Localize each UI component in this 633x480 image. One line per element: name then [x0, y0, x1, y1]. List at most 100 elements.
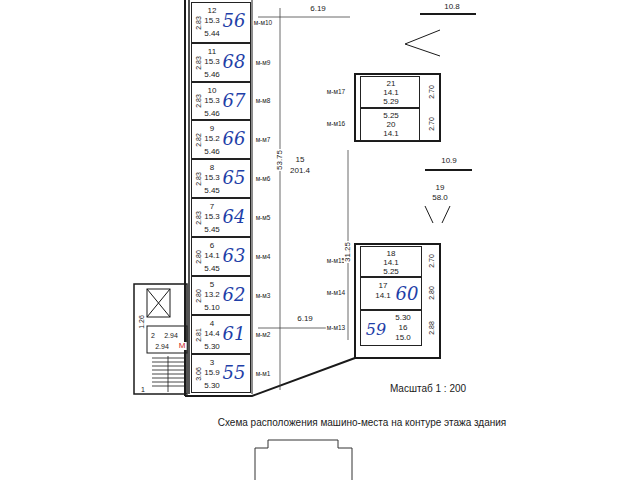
width-dimension: 2.70 [428, 116, 435, 132]
space-text: 14.1 [204, 252, 220, 260]
space-text: 14.1 [383, 130, 399, 138]
room-number: 2 [150, 332, 156, 339]
dimension-lines [258, 8, 350, 390]
space-text: 5 [210, 281, 214, 289]
place-label: м-м8 [255, 98, 272, 105]
width-dimension: 2.83 [195, 171, 202, 187]
space-text: 6 [210, 242, 214, 250]
width-dimension: 3.06 [195, 366, 202, 382]
space-text: 14.4 [204, 330, 220, 338]
width-dimension: 2.80 [195, 249, 202, 265]
width-dimension: 2.83 [195, 93, 202, 109]
space-text: 13.2 [204, 291, 220, 299]
space-text: 5.25 [383, 268, 399, 276]
space-text: 20 [387, 121, 396, 129]
scale-note: Масштаб 1 : 200 [389, 384, 467, 394]
space-text: 5.45 [204, 226, 220, 234]
space-text: 15.3 [204, 213, 220, 221]
space-text: 18 [387, 250, 396, 258]
space-text: 9 [210, 125, 214, 133]
space-text: 15.3 [204, 58, 220, 66]
dimension: 6.19 [309, 5, 327, 13]
place-label: м-м5 [255, 214, 272, 221]
place-label: м-м13 [326, 325, 346, 332]
width-dimension: 2.82 [195, 132, 202, 148]
place-label: м-м3 [255, 292, 272, 299]
handwritten-number: 68 [223, 53, 246, 71]
space-text: 5.46 [204, 110, 220, 118]
space-text: 14.1 [383, 259, 399, 267]
width-dimension: 2.83 [195, 210, 202, 226]
dimension: 6.19 [296, 315, 314, 323]
space-text: 17 [379, 282, 388, 290]
space-text: 16 [399, 324, 408, 332]
handwritten-number: 67 [223, 92, 246, 110]
space-text: 5.30 [204, 343, 220, 351]
room-area: 58.0 [431, 194, 449, 202]
handwritten-number: 61 [223, 325, 246, 343]
place-label: м-м9 [255, 59, 272, 66]
space-text: 5.10 [204, 304, 220, 312]
dimension: 2.94 [154, 343, 170, 350]
caption: Схема расположения машино-места на конту… [217, 418, 508, 428]
space-text: 14.1 [375, 292, 391, 300]
space-text: 10 [208, 87, 217, 95]
handwritten-number: 66 [223, 130, 246, 148]
parking-space: 17 14.1 60 [360, 277, 422, 310]
space-text: 5.29 [383, 98, 399, 106]
space-text: 5.30 [395, 314, 411, 322]
parking-space: 5.301615.059 [360, 310, 422, 346]
space-text: 3 [210, 359, 214, 367]
place-label: м-м7 [255, 136, 272, 143]
space-text: 4 [210, 320, 214, 328]
handwritten-number: 63 [223, 247, 246, 265]
space-text: 12 [208, 7, 217, 15]
space-text: 15.3 [204, 17, 220, 25]
dimension: 31.25 [344, 241, 352, 263]
space-text: 5.46 [204, 71, 220, 79]
parking-space: 5.252014.1 [360, 108, 420, 141]
width-dimension: 2.70 [428, 84, 435, 100]
space-text: 21 [387, 80, 396, 88]
space-text: 5.25 [383, 112, 399, 120]
width-dimension: 2.80 [428, 285, 435, 301]
dimension: 2.94 [163, 332, 179, 339]
building-outline [255, 440, 352, 480]
space-text: 15.9 [204, 369, 220, 377]
handwritten-number: 56 [223, 12, 246, 30]
space-text: 5.45 [204, 187, 220, 195]
place-label: м-м16 [326, 121, 346, 128]
width-dimension: 2.70 [428, 253, 435, 269]
handwritten-number: 65 [223, 169, 246, 187]
place-label: м-м14 [326, 290, 346, 297]
space-text: 14.1 [383, 89, 399, 97]
handwritten-number: 64 [223, 208, 246, 226]
dimension: 10.9 [440, 157, 458, 165]
dimension: 53.75 [276, 149, 284, 171]
space-text: 5.30 [204, 382, 220, 390]
place-label: м-м4 [255, 253, 272, 260]
width-dimension: 2.88 [428, 320, 435, 336]
space-text: 15.3 [204, 174, 220, 182]
place-label: м-м17 [326, 89, 346, 96]
space-text: 5.44 [204, 30, 220, 38]
place-label: м-м10 [253, 19, 273, 26]
space-text: 15.2 [204, 135, 220, 143]
room-number: 15 [295, 156, 306, 164]
space-text: 15.0 [395, 334, 411, 342]
handwritten-number: 62 [223, 286, 246, 304]
space-text: 15.3 [204, 97, 220, 105]
space-text: 7 [210, 203, 214, 211]
handwritten-number: 60 [396, 285, 419, 303]
space-text: 5.45 [204, 265, 220, 273]
width-dimension: 2.81 [195, 327, 202, 343]
parking-space: 1814.15.25 [360, 246, 422, 277]
parking-space: 2114.15.29 [360, 76, 420, 108]
width-dimension: 2.83 [195, 55, 202, 71]
walls [185, 0, 476, 396]
place-label: м-м2 [255, 331, 272, 338]
room-number: 19 [435, 184, 446, 192]
place-label: м-м6 [255, 175, 272, 182]
place-label: м-м1 [255, 370, 272, 377]
